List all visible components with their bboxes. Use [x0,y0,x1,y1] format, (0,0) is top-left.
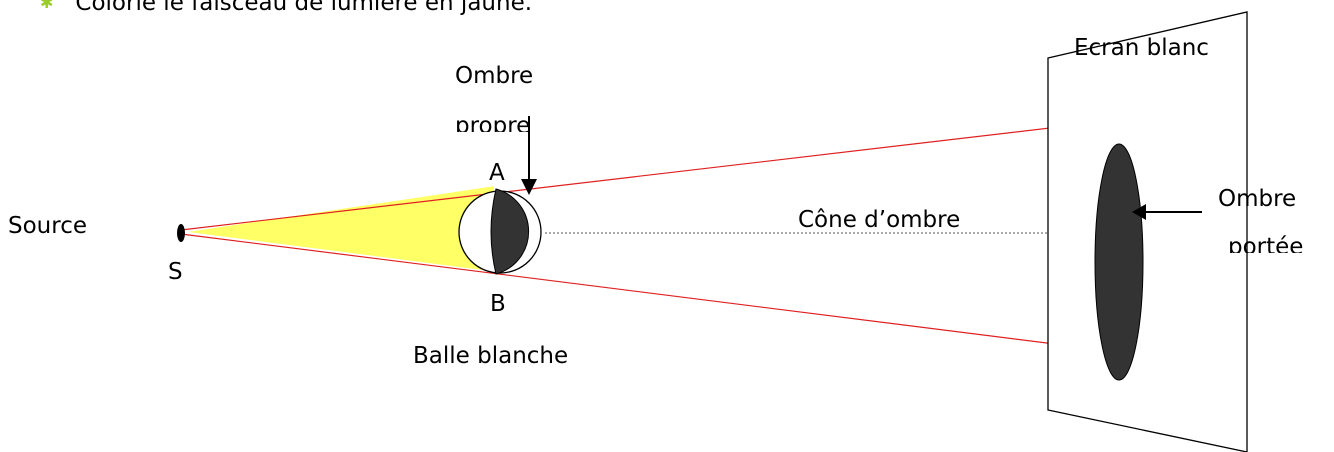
star-bullet-icon: ✱ [40,0,54,12]
source-label: Source [8,213,87,239]
point-b-label: B [490,291,506,317]
instruction-line: ✱ Colorie le faisceau de lumière en jaun… [40,0,532,18]
screen-label: Ecran blanc [1074,35,1209,61]
cast-shadow-arrowhead [1132,204,1146,220]
point-source [177,224,185,242]
own-shadow-arrowhead [521,179,537,195]
top-ray [180,119,1119,231]
own-shadow-label-line2: propre [455,113,531,132]
light-beam [180,183,497,274]
cast-shadow-label-line2: portée [1228,234,1304,253]
shadow-cone-label: Cône d’ombre [798,207,961,233]
s-point-label: S [168,259,183,285]
bottom-ray [180,233,1119,353]
own-shadow-area [490,188,530,275]
cast-shadow [1094,143,1144,381]
point-a-label: A [489,160,505,186]
white-screen [1047,11,1248,452]
instruction-text: Colorie le faisceau de lumière en jaune. [75,0,533,16]
cast-shadow-label-line1: Ombre [1218,186,1297,212]
own-shadow-label-line1: Ombre [455,63,534,89]
ball-label: Balle blanche [413,343,569,369]
